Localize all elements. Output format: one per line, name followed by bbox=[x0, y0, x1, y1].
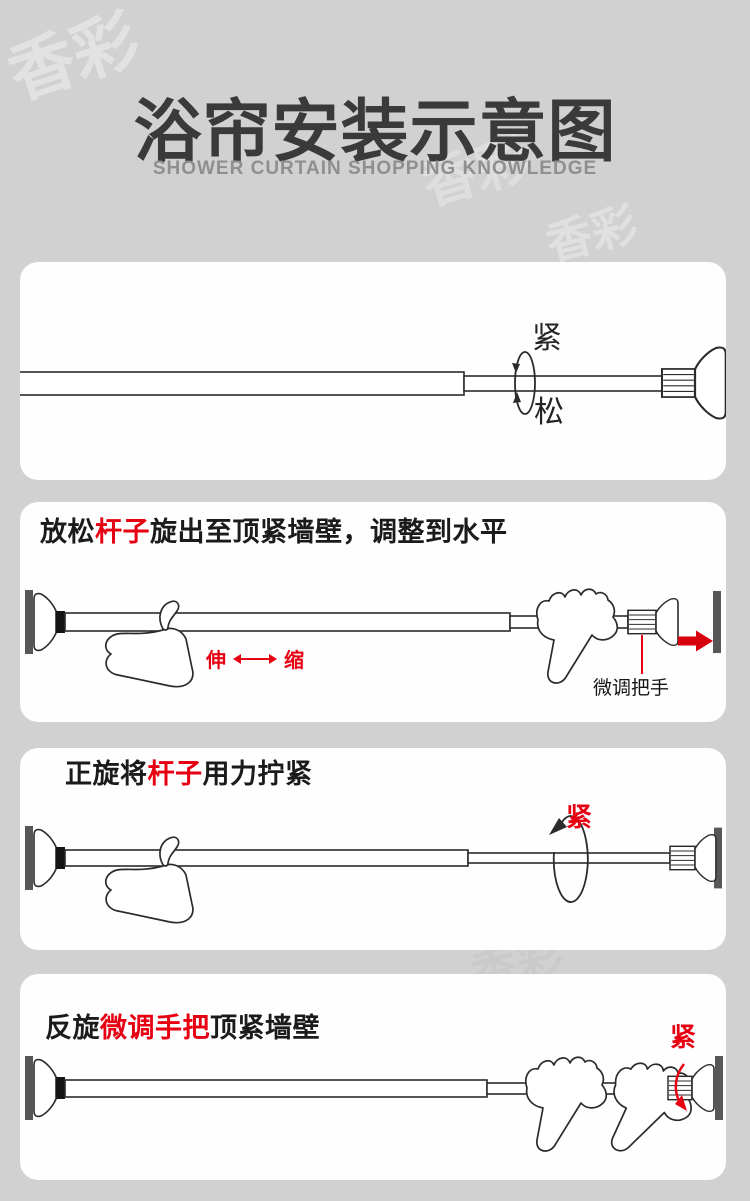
right-suction-cup bbox=[655, 597, 679, 647]
heading-post: 顶紧墙壁 bbox=[210, 1013, 320, 1043]
step-heading: 放松杆子旋出至顶紧墙壁，调整到水平 bbox=[40, 517, 508, 548]
retract-label: 缩 bbox=[284, 650, 304, 672]
fine-adjust-handle bbox=[669, 845, 696, 871]
panel-rod-overview: 紧 松 bbox=[20, 262, 726, 480]
tighten-label: 紧 bbox=[532, 322, 562, 355]
left-wall bbox=[25, 1056, 33, 1120]
panel-step-fine-tighten: 反旋微调手把顶紧墙壁 紧 bbox=[20, 974, 726, 1180]
ribbed-adjuster-collar bbox=[660, 367, 697, 399]
page-subtitle: SHOWER CURTAIN SHOPPING KNOWLEDGE bbox=[152, 158, 598, 179]
heading-pre: 反旋 bbox=[45, 1013, 100, 1043]
heading-pre: 放松 bbox=[40, 517, 95, 547]
panel-step-tighten: 正旋将杆子用力拧紧 紧 bbox=[20, 748, 726, 950]
left-suction-cup bbox=[33, 1058, 57, 1118]
right-suction-cup bbox=[691, 1063, 715, 1113]
fine-tighten-step-drawing bbox=[25, 1053, 723, 1167]
left-wall bbox=[25, 590, 33, 654]
extend-step-drawing bbox=[25, 588, 721, 688]
hand-turning-handle bbox=[598, 1053, 701, 1167]
left-suction-cup bbox=[33, 828, 57, 888]
extend-label: 伸 bbox=[206, 650, 226, 672]
loosen-label: 松 bbox=[534, 396, 564, 429]
heading-pre: 正旋将 bbox=[65, 759, 148, 789]
extend-retract-indicator: 伸 缩 bbox=[206, 644, 304, 673]
double-arrow-icon bbox=[233, 653, 277, 664]
step-heading: 正旋将杆子用力拧紧 bbox=[65, 759, 313, 790]
step-heading: 反旋微调手把顶紧墙壁 bbox=[45, 1013, 320, 1044]
rod-overview-drawing bbox=[20, 346, 726, 420]
end-band bbox=[56, 611, 65, 633]
tighten-label: 紧 bbox=[670, 1022, 697, 1052]
end-band bbox=[56, 1077, 65, 1099]
fine-adjust-handle bbox=[627, 609, 657, 635]
heading-highlight: 杆子 bbox=[95, 517, 150, 547]
page-title: 浴帘安装示意图 bbox=[133, 94, 617, 170]
end-band bbox=[56, 847, 65, 869]
hand-at-adjuster bbox=[535, 588, 619, 684]
tighten-step-drawing bbox=[25, 815, 722, 924]
left-suction-cup bbox=[33, 592, 57, 652]
hand-holding-rod bbox=[524, 1056, 608, 1152]
right-wall bbox=[713, 590, 721, 654]
telescopic-rod bbox=[64, 849, 671, 867]
panel-step-extend: 放松杆子旋出至顶紧墙壁，调整到水平 伸 缩 微调把手 bbox=[20, 502, 726, 722]
right-suction-cup bbox=[694, 833, 717, 883]
telescopic-rod bbox=[20, 371, 663, 396]
tighten-label: 紧 bbox=[566, 802, 593, 832]
heading-post: 用力拧紧 bbox=[202, 759, 313, 789]
suction-cup-end bbox=[693, 346, 726, 420]
heading-highlight: 微调手把 bbox=[100, 1013, 210, 1043]
fine-adjust-handle bbox=[667, 1075, 693, 1101]
rotation-ellipse-icon bbox=[512, 351, 536, 415]
heading-post: 旋出至顶紧墙壁，调整到水平 bbox=[150, 517, 508, 547]
rotate-tighten-arc-icon bbox=[674, 1063, 687, 1111]
heading-highlight: 杆子 bbox=[147, 759, 203, 789]
right-wall bbox=[715, 1056, 723, 1120]
push-to-wall-arrow-icon bbox=[678, 630, 713, 652]
rotate-arc-icon bbox=[549, 815, 589, 903]
fine-adjust-handle-label: 微调把手 bbox=[593, 678, 670, 699]
left-wall bbox=[25, 826, 33, 890]
